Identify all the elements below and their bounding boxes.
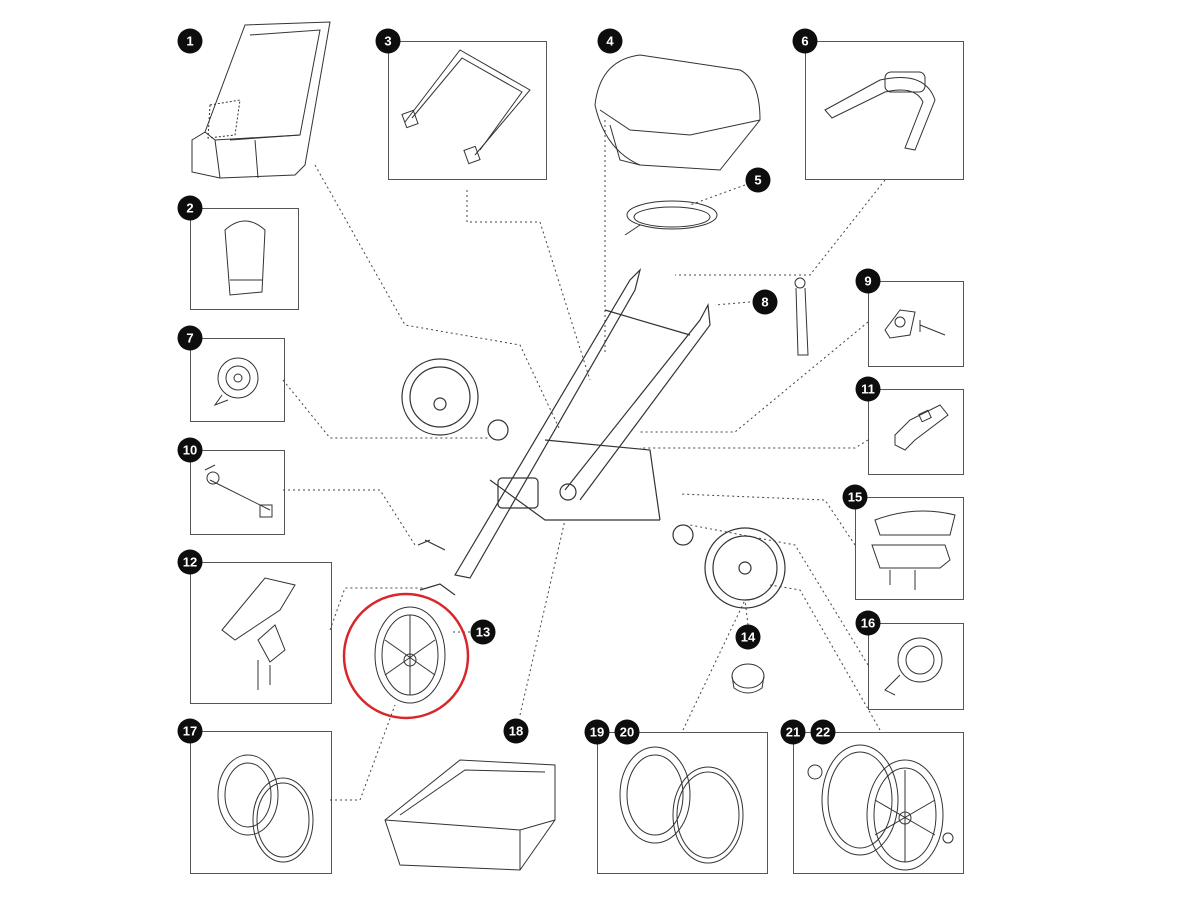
fender-illustration — [221, 577, 296, 690]
part-badge-14: 14 — [735, 624, 761, 650]
part-badge-4: 4 — [597, 28, 623, 54]
part-box-21-22 — [793, 732, 964, 874]
axle-illustration — [204, 464, 273, 518]
basket-illustration — [384, 759, 556, 871]
footrest-illustration — [871, 510, 956, 590]
rear-wheel-illustration — [807, 744, 954, 871]
part-badge-5: 5 — [745, 167, 771, 193]
leader-lines — [282, 120, 886, 801]
hub-cap-illustration — [731, 663, 765, 694]
front-wheel-illustration — [374, 606, 446, 704]
part-badge-17: 17 — [177, 718, 203, 744]
part-box-17 — [190, 731, 332, 874]
handlebar-frame-illustration — [401, 49, 531, 165]
brake-hub-illustration — [213, 357, 259, 407]
part-badge-8: 8 — [752, 289, 778, 315]
part-badge-13: 13 — [470, 619, 496, 645]
part-badge-7: 7 — [177, 325, 203, 351]
part-box-15 — [855, 497, 964, 600]
part-box-7 — [190, 338, 285, 422]
bolt-clip-illustration — [884, 309, 946, 339]
tire-tube-illustration — [217, 754, 314, 863]
part-badge-2: 2 — [177, 195, 203, 221]
cord-illustration — [624, 200, 718, 236]
part-badge-12: 12 — [177, 549, 203, 575]
part-badge-9: 9 — [855, 268, 881, 294]
part-box-10 — [190, 450, 285, 535]
part-box-6 — [805, 41, 964, 180]
part-badge-10: 10 — [177, 437, 203, 463]
seat-unit-illustration — [191, 21, 331, 179]
canopy-illustration — [594, 54, 761, 171]
part-box-3 — [388, 41, 547, 180]
bracket-illustration — [894, 404, 949, 451]
part-badge-21: 21 — [780, 719, 806, 745]
part-badge-3: 3 — [375, 28, 401, 54]
part-badge-6: 6 — [792, 28, 818, 54]
harness-pad-illustration — [224, 220, 266, 296]
part-box-9 — [868, 281, 964, 367]
part-badge-11: 11 — [855, 376, 881, 402]
part-badge-15: 15 — [842, 484, 868, 510]
part-badge-18: 18 — [503, 718, 529, 744]
part-badge-1: 1 — [177, 28, 203, 54]
part-badge-22: 22 — [810, 719, 836, 745]
part-box-12 — [190, 562, 332, 704]
part-box-11 — [868, 389, 964, 475]
part-box-19-20 — [597, 732, 768, 874]
rear-tire-tube-illustration — [619, 746, 744, 864]
handlebar-illustration — [824, 71, 936, 151]
part-box-16 — [868, 623, 964, 710]
part-badge-19: 19 — [584, 719, 610, 745]
brake-assembly-illustration — [884, 637, 943, 696]
part-box-2 — [190, 208, 299, 310]
part-badge-16: 16 — [855, 610, 881, 636]
part-badge-20: 20 — [614, 719, 640, 745]
wrist-strap-illustration — [794, 277, 809, 356]
highlight-circle — [342, 592, 470, 720]
stroller-frame-illustration — [401, 268, 786, 609]
